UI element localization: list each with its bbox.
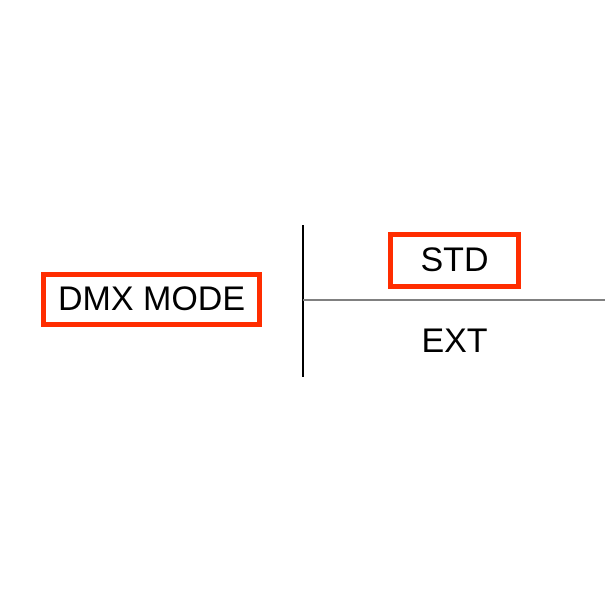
vertical-divider	[302, 225, 304, 377]
dmx-mode-setting-box[interactable]: DMX MODE	[41, 272, 262, 327]
option-std-label: STD	[420, 240, 489, 279]
dmx-mode-setting-label: DMX MODE	[58, 279, 245, 318]
option-ext[interactable]: EXT	[388, 320, 521, 362]
horizontal-divider	[303, 299, 605, 301]
option-std[interactable]: STD	[388, 232, 521, 289]
option-ext-label: EXT	[421, 322, 488, 360]
